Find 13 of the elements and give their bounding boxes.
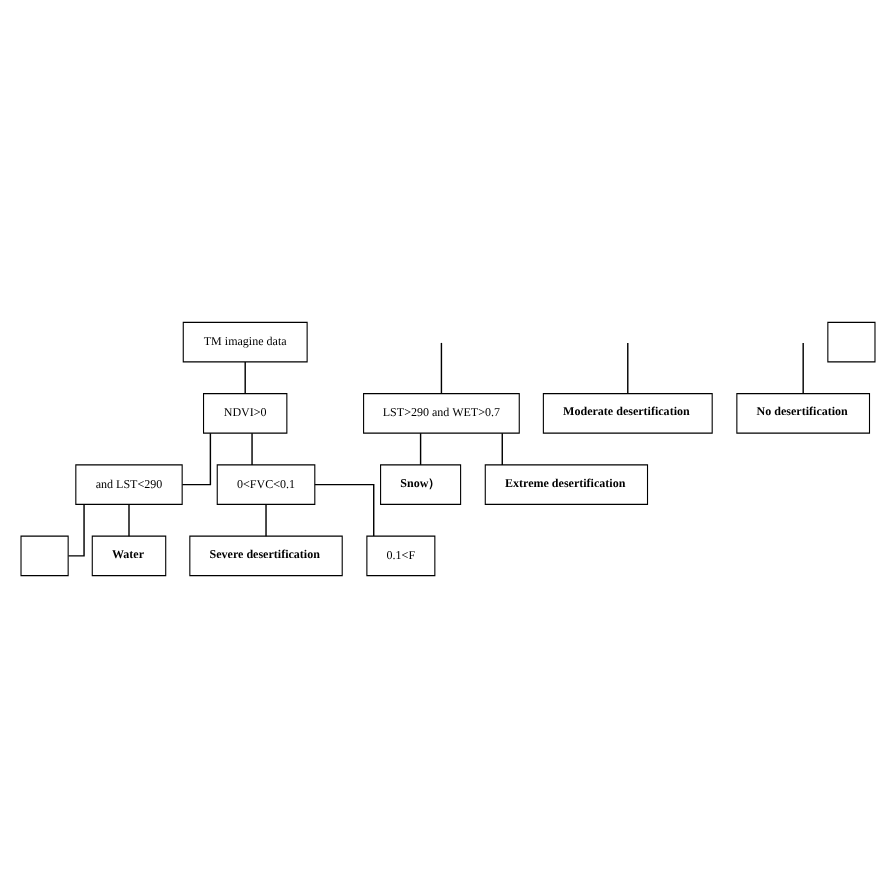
node-box (827, 320, 876, 362)
connector (265, 502, 267, 536)
connector (440, 341, 443, 394)
node-box (20, 534, 69, 576)
connector (251, 431, 253, 465)
connector (501, 431, 503, 465)
connector (244, 360, 246, 394)
connector (128, 502, 130, 536)
connector (314, 482, 375, 536)
connector (802, 341, 804, 394)
connector (67, 502, 85, 556)
connector (627, 341, 629, 394)
connector (419, 431, 422, 465)
